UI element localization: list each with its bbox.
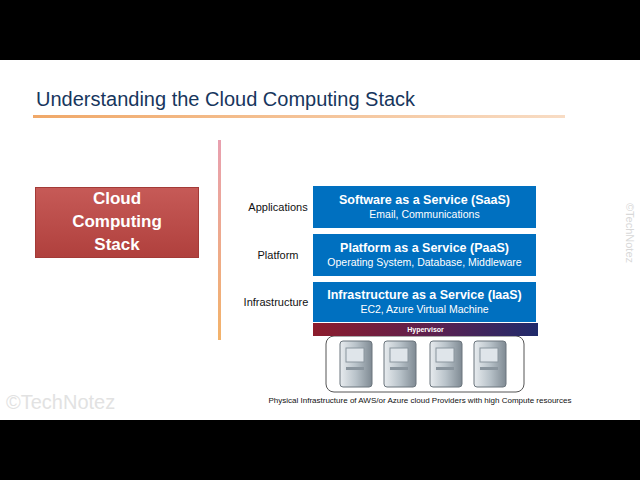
stack-box: Cloud Computing Stack <box>35 187 199 258</box>
divider-line <box>218 140 221 340</box>
node-heading: Platform as a Service (PaaS) <box>340 241 509 257</box>
node-heading: Cloud Computing Stack <box>36 188 198 257</box>
server-icon <box>430 341 462 387</box>
service-layer-box: Platform as a Service (PaaS)Operating Sy… <box>313 234 536 276</box>
node-detail: EC2, Azure Virtual Machine <box>360 303 488 316</box>
infrastructure-caption: Physical Infrastructure of AWS/or Azure … <box>250 396 590 405</box>
watermark: ©TechNotez <box>624 193 636 273</box>
server-rack-frame <box>326 336 524 392</box>
title-underline <box>33 115 565 118</box>
node-detail: Operating System, Database, Middleware <box>327 256 521 269</box>
service-layer-box: Software as a Service (SaaS)Email, Commu… <box>313 186 536 228</box>
server-icon <box>384 341 416 387</box>
layer-label: Infrastructure <box>232 296 320 308</box>
node-heading: Infrastructure as a Service (IaaS) <box>327 288 522 304</box>
node-heading: Hypervisor <box>407 326 444 333</box>
server-icon <box>340 341 372 387</box>
server-icon <box>474 341 506 387</box>
layer-label: Platform <box>236 249 320 261</box>
service-layer-box: Infrastructure as a Service (IaaS)EC2, A… <box>313 282 536 322</box>
watermark: ©TechNotez <box>6 391 115 414</box>
node-detail: Email, Communications <box>369 208 479 221</box>
layer-label: Applications <box>236 201 320 213</box>
hypervisor-bar: Hypervisor <box>313 323 538 336</box>
node-heading: Software as a Service (SaaS) <box>339 193 510 209</box>
slide-title: Understanding the Cloud Computing Stack <box>36 88 596 111</box>
